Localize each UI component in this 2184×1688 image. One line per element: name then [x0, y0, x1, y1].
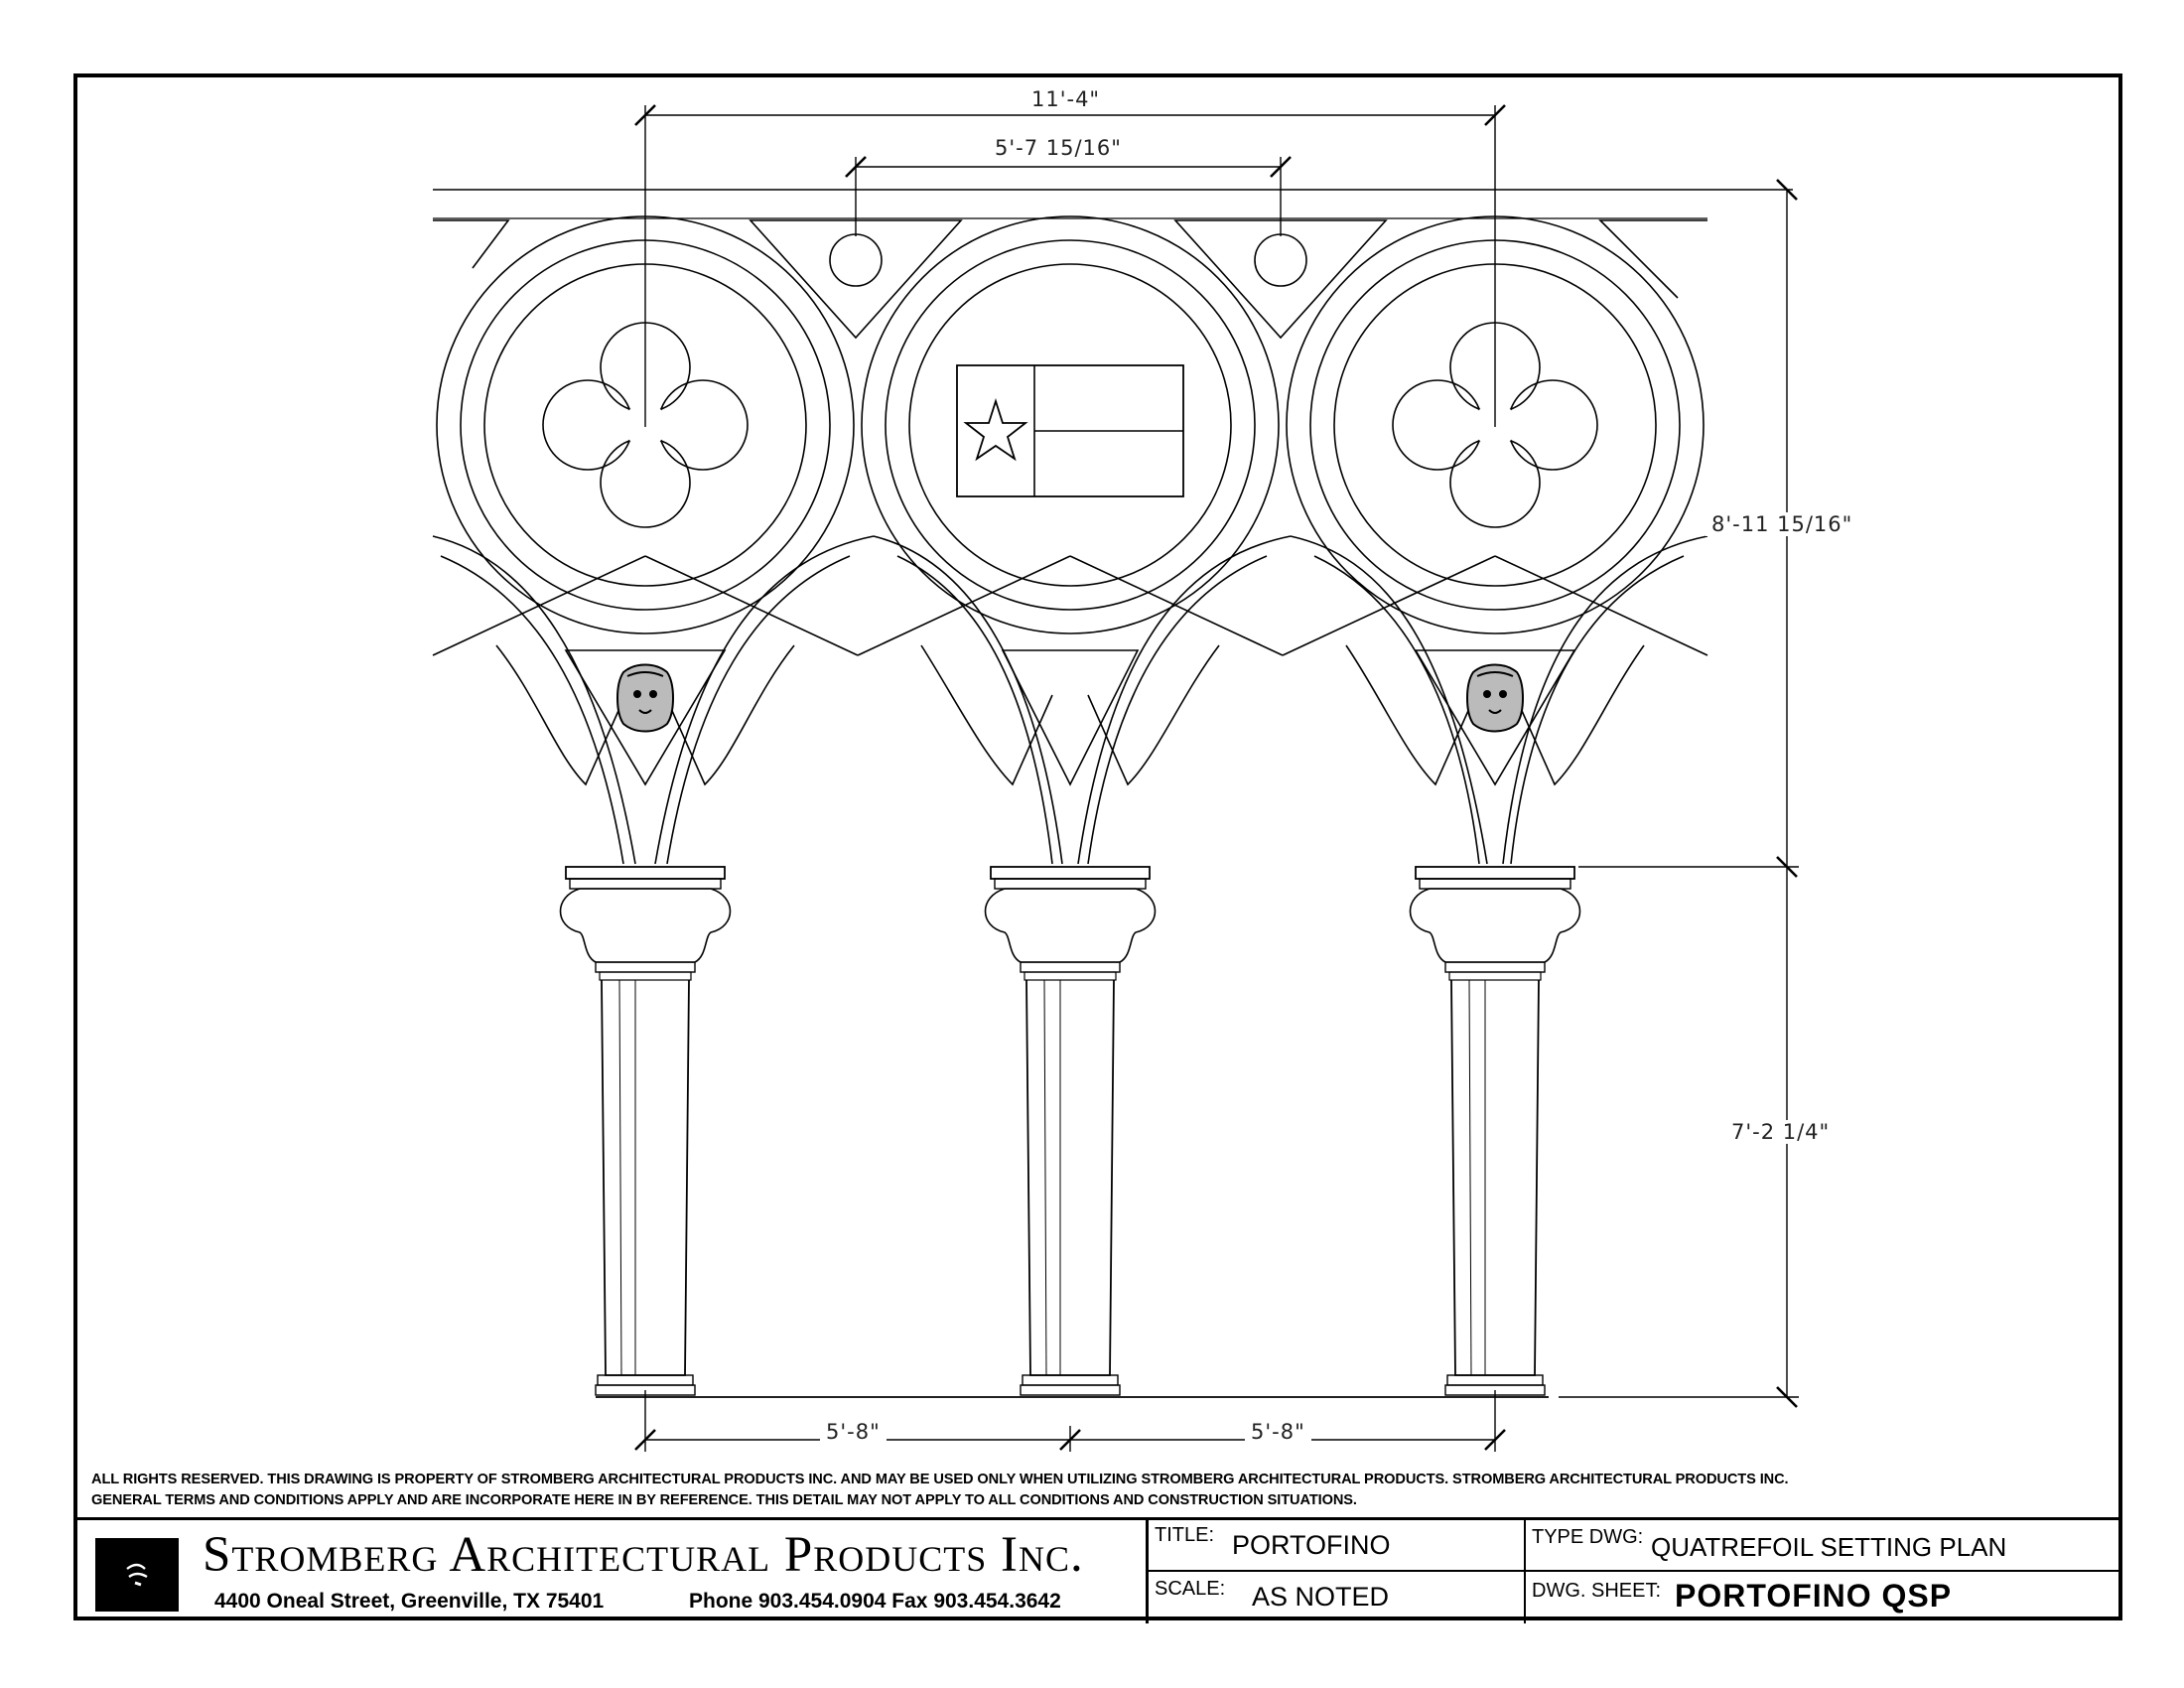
lion-mask-icon — [616, 663, 674, 733]
column-right — [1409, 866, 1581, 1396]
stromberg-logo-icon — [95, 1538, 179, 1612]
sheet-border — [73, 73, 2122, 1620]
type-value: QUATREFOIL SETTING PLAN — [1651, 1532, 2007, 1562]
title-block: Stromberg Architectural Products Inc. 44… — [73, 1517, 2122, 1623]
company-name: Stromberg Architectural Products Inc. — [203, 1527, 1084, 1583]
dimension-bay-left: 5'-8" — [820, 1420, 887, 1444]
dimension-lines — [634, 104, 1799, 1452]
title-cell: TITLE: PORTOFINO — [1146, 1520, 1524, 1572]
legal-notes-line-2: GENERAL TERMS AND CONDITIONS APPLY AND A… — [91, 1492, 1357, 1508]
dimension-column-height: 7'-2 1/4" — [1725, 1120, 1837, 1144]
title-label: TITLE: — [1155, 1524, 1215, 1546]
dimension-bay-right: 5'-8" — [1245, 1420, 1311, 1444]
column-center — [984, 866, 1157, 1396]
dimension-center-spacing: 5'-7 15/16" — [989, 136, 1128, 160]
sheet-value: PORTOFINO QSP — [1675, 1578, 1953, 1614]
legal-notes: ALL RIGHTS RESERVED. THIS DRAWING IS PRO… — [91, 1470, 2107, 1511]
star-icon — [963, 398, 1028, 462]
sheet-cell: DWG. SHEET: PORTOFINO QSP — [1524, 1572, 2122, 1623]
legal-notes-line-1: ALL RIGHTS RESERVED. THIS DRAWING IS PRO… — [91, 1472, 1789, 1487]
scale-label: SCALE: — [1155, 1578, 1226, 1600]
column-left — [559, 866, 732, 1396]
title-value: PORTOFINO — [1232, 1530, 1391, 1560]
texas-flag-medallion — [956, 364, 1184, 497]
type-cell: TYPE DWG: QUATREFOIL SETTING PLAN — [1524, 1520, 2122, 1572]
lion-mask-icon — [1466, 663, 1524, 733]
company-address: 4400 Oneal Street, Greenville, TX 75401 — [214, 1590, 605, 1613]
company-contact: Phone 903.454.0904 Fax 903.454.3642 — [689, 1590, 1061, 1613]
arches — [432, 215, 1708, 865]
dimension-arch-height: 8'-11 15/16" — [1706, 512, 1859, 536]
sheet-label: DWG. SHEET: — [1532, 1580, 1662, 1602]
screen-top-lines — [433, 189, 1793, 219]
dimension-overall-width: 11'-4" — [1025, 87, 1107, 111]
scale-value: AS NOTED — [1252, 1582, 1390, 1612]
scale-cell: SCALE: AS NOTED — [1146, 1572, 1524, 1623]
type-label: TYPE DWG: — [1532, 1526, 1644, 1548]
